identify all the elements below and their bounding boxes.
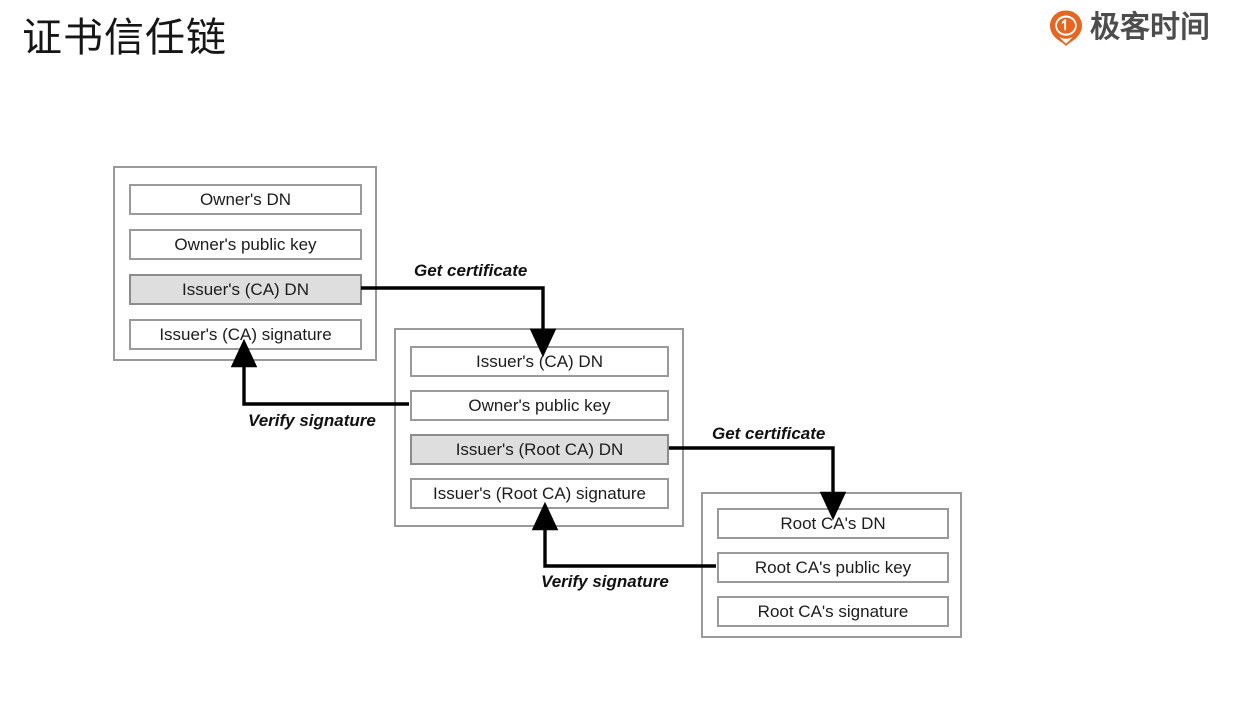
cert-row-issuer-root-ca-signature: Issuer's (Root CA) signature bbox=[410, 478, 669, 509]
root-ca-certificate-card: Root CA's DN Root CA's public key Root C… bbox=[701, 492, 962, 638]
edge-label-get-certificate-2: Get certificate bbox=[712, 424, 826, 443]
edge-label-verify-signature-1: Verify signature bbox=[248, 411, 376, 430]
brand-name: 极客时间 bbox=[1090, 11, 1210, 44]
owner-certificate-card: Owner's DN Owner's public key Issuer's (… bbox=[113, 166, 377, 361]
cert-row-root-ca-public-key: Root CA's public key bbox=[717, 552, 949, 583]
cert-row-issuer-ca-dn: Issuer's (CA) DN bbox=[129, 274, 362, 305]
brand-logo: 极客时间 bbox=[1048, 8, 1210, 48]
cert-row-owner-public-key: Owner's public key bbox=[129, 229, 362, 260]
page-title: 证书信任链 bbox=[22, 16, 227, 60]
geektime-drop-logo-icon bbox=[1050, 10, 1082, 46]
cert-row-issuer-root-ca-dn: Issuer's (Root CA) DN bbox=[410, 434, 669, 465]
cert-row-ca-issuer-dn: Issuer's (CA) DN bbox=[410, 346, 669, 377]
cert-row-owner-dn: Owner's DN bbox=[129, 184, 362, 215]
cert-row-root-ca-signature: Root CA's signature bbox=[717, 596, 949, 627]
edge-label-get-certificate-1: Get certificate bbox=[414, 261, 528, 280]
ca-certificate-card: Issuer's (CA) DN Owner's public key Issu… bbox=[394, 328, 684, 527]
cert-row-ca-owner-public-key: Owner's public key bbox=[410, 390, 669, 421]
cert-row-issuer-ca-signature: Issuer's (CA) signature bbox=[129, 319, 362, 350]
edge-label-verify-signature-2: Verify signature bbox=[541, 572, 669, 591]
cert-row-root-ca-dn: Root CA's DN bbox=[717, 508, 949, 539]
